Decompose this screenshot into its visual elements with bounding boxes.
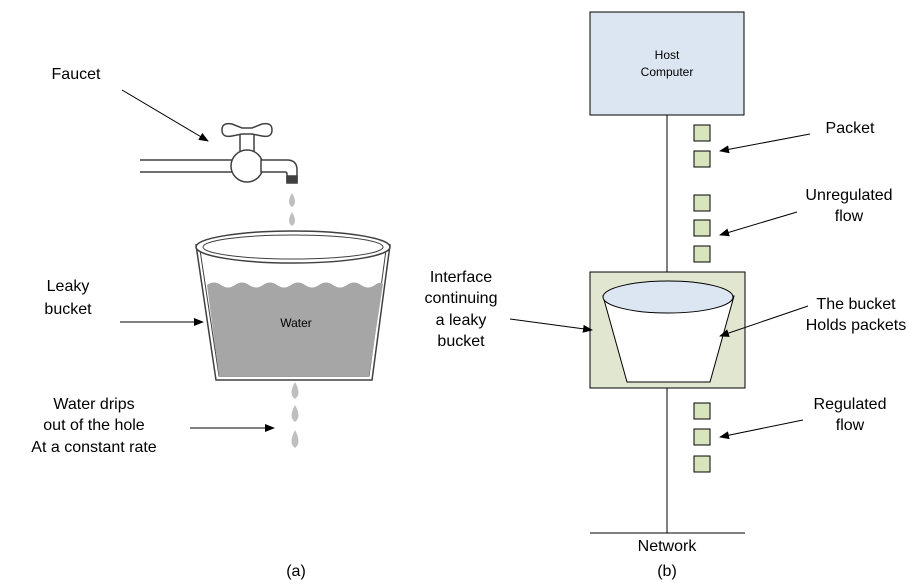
unregulated-packets — [693, 124, 711, 263]
faucet-label: Faucet — [52, 66, 101, 83]
regulated-label-line-2: flow — [836, 417, 865, 434]
faucet-icon — [140, 122, 298, 184]
packet — [693, 219, 711, 237]
host-computer-box — [589, 11, 745, 116]
interface-label-line-1: Interface — [430, 269, 492, 286]
network-label: Network — [638, 538, 698, 555]
unregulated-label-line-1: Unregulated — [805, 187, 892, 204]
drips-label-line-2: out of the hole — [43, 417, 145, 434]
regulated-arrow — [719, 419, 804, 440]
regulated-label-line-1: Regulated — [814, 396, 887, 413]
leaky-bucket-icon: Water — [195, 230, 391, 381]
faucet-arrow — [121, 89, 209, 142]
packet-arrow — [719, 133, 811, 154]
panel-b: Host Computer Packet — [425, 11, 907, 580]
packet — [693, 455, 711, 473]
packet — [693, 428, 711, 446]
unregulated-arrow — [719, 211, 798, 237]
drips-label-line-1: Water drips — [53, 396, 134, 413]
packet — [693, 124, 711, 142]
host-label-line-2: Computer — [641, 65, 694, 79]
packet — [693, 402, 711, 420]
caption-b: (b) — [657, 563, 677, 580]
packet — [693, 245, 711, 263]
water-drops-top — [289, 193, 295, 226]
host-label-line-1: Host — [655, 48, 680, 62]
packet-bucket-icon — [602, 280, 735, 383]
panel-a: Water Faucet Leaky bucket Water drips ou… — [31, 66, 391, 580]
bucket-holds-label-line-2: Holds packets — [806, 317, 907, 334]
water-label: Water — [280, 316, 312, 330]
interface-label-line-4: bucket — [437, 333, 485, 350]
bucket-label-line-2: bucket — [44, 301, 92, 318]
interface-label-line-2: continuing — [425, 290, 498, 307]
water-drops-bottom — [291, 382, 299, 448]
bucket-holds-arrow — [719, 305, 809, 337]
packet-label: Packet — [826, 120, 875, 137]
packet — [693, 150, 711, 168]
unregulated-label-line-2: flow — [835, 208, 864, 225]
interface-arrow — [509, 318, 593, 333]
interface-label-line-3: a leaky — [436, 312, 487, 329]
packet — [693, 194, 711, 212]
water-fill — [207, 282, 383, 376]
bucket-holds-label-line-1: The bucket — [816, 296, 896, 313]
caption-a: (a) — [286, 563, 306, 580]
bucket-label-line-1: Leaky — [47, 278, 90, 295]
drips-label-line-3: At a constant rate — [31, 439, 157, 456]
regulated-packets — [693, 402, 711, 473]
